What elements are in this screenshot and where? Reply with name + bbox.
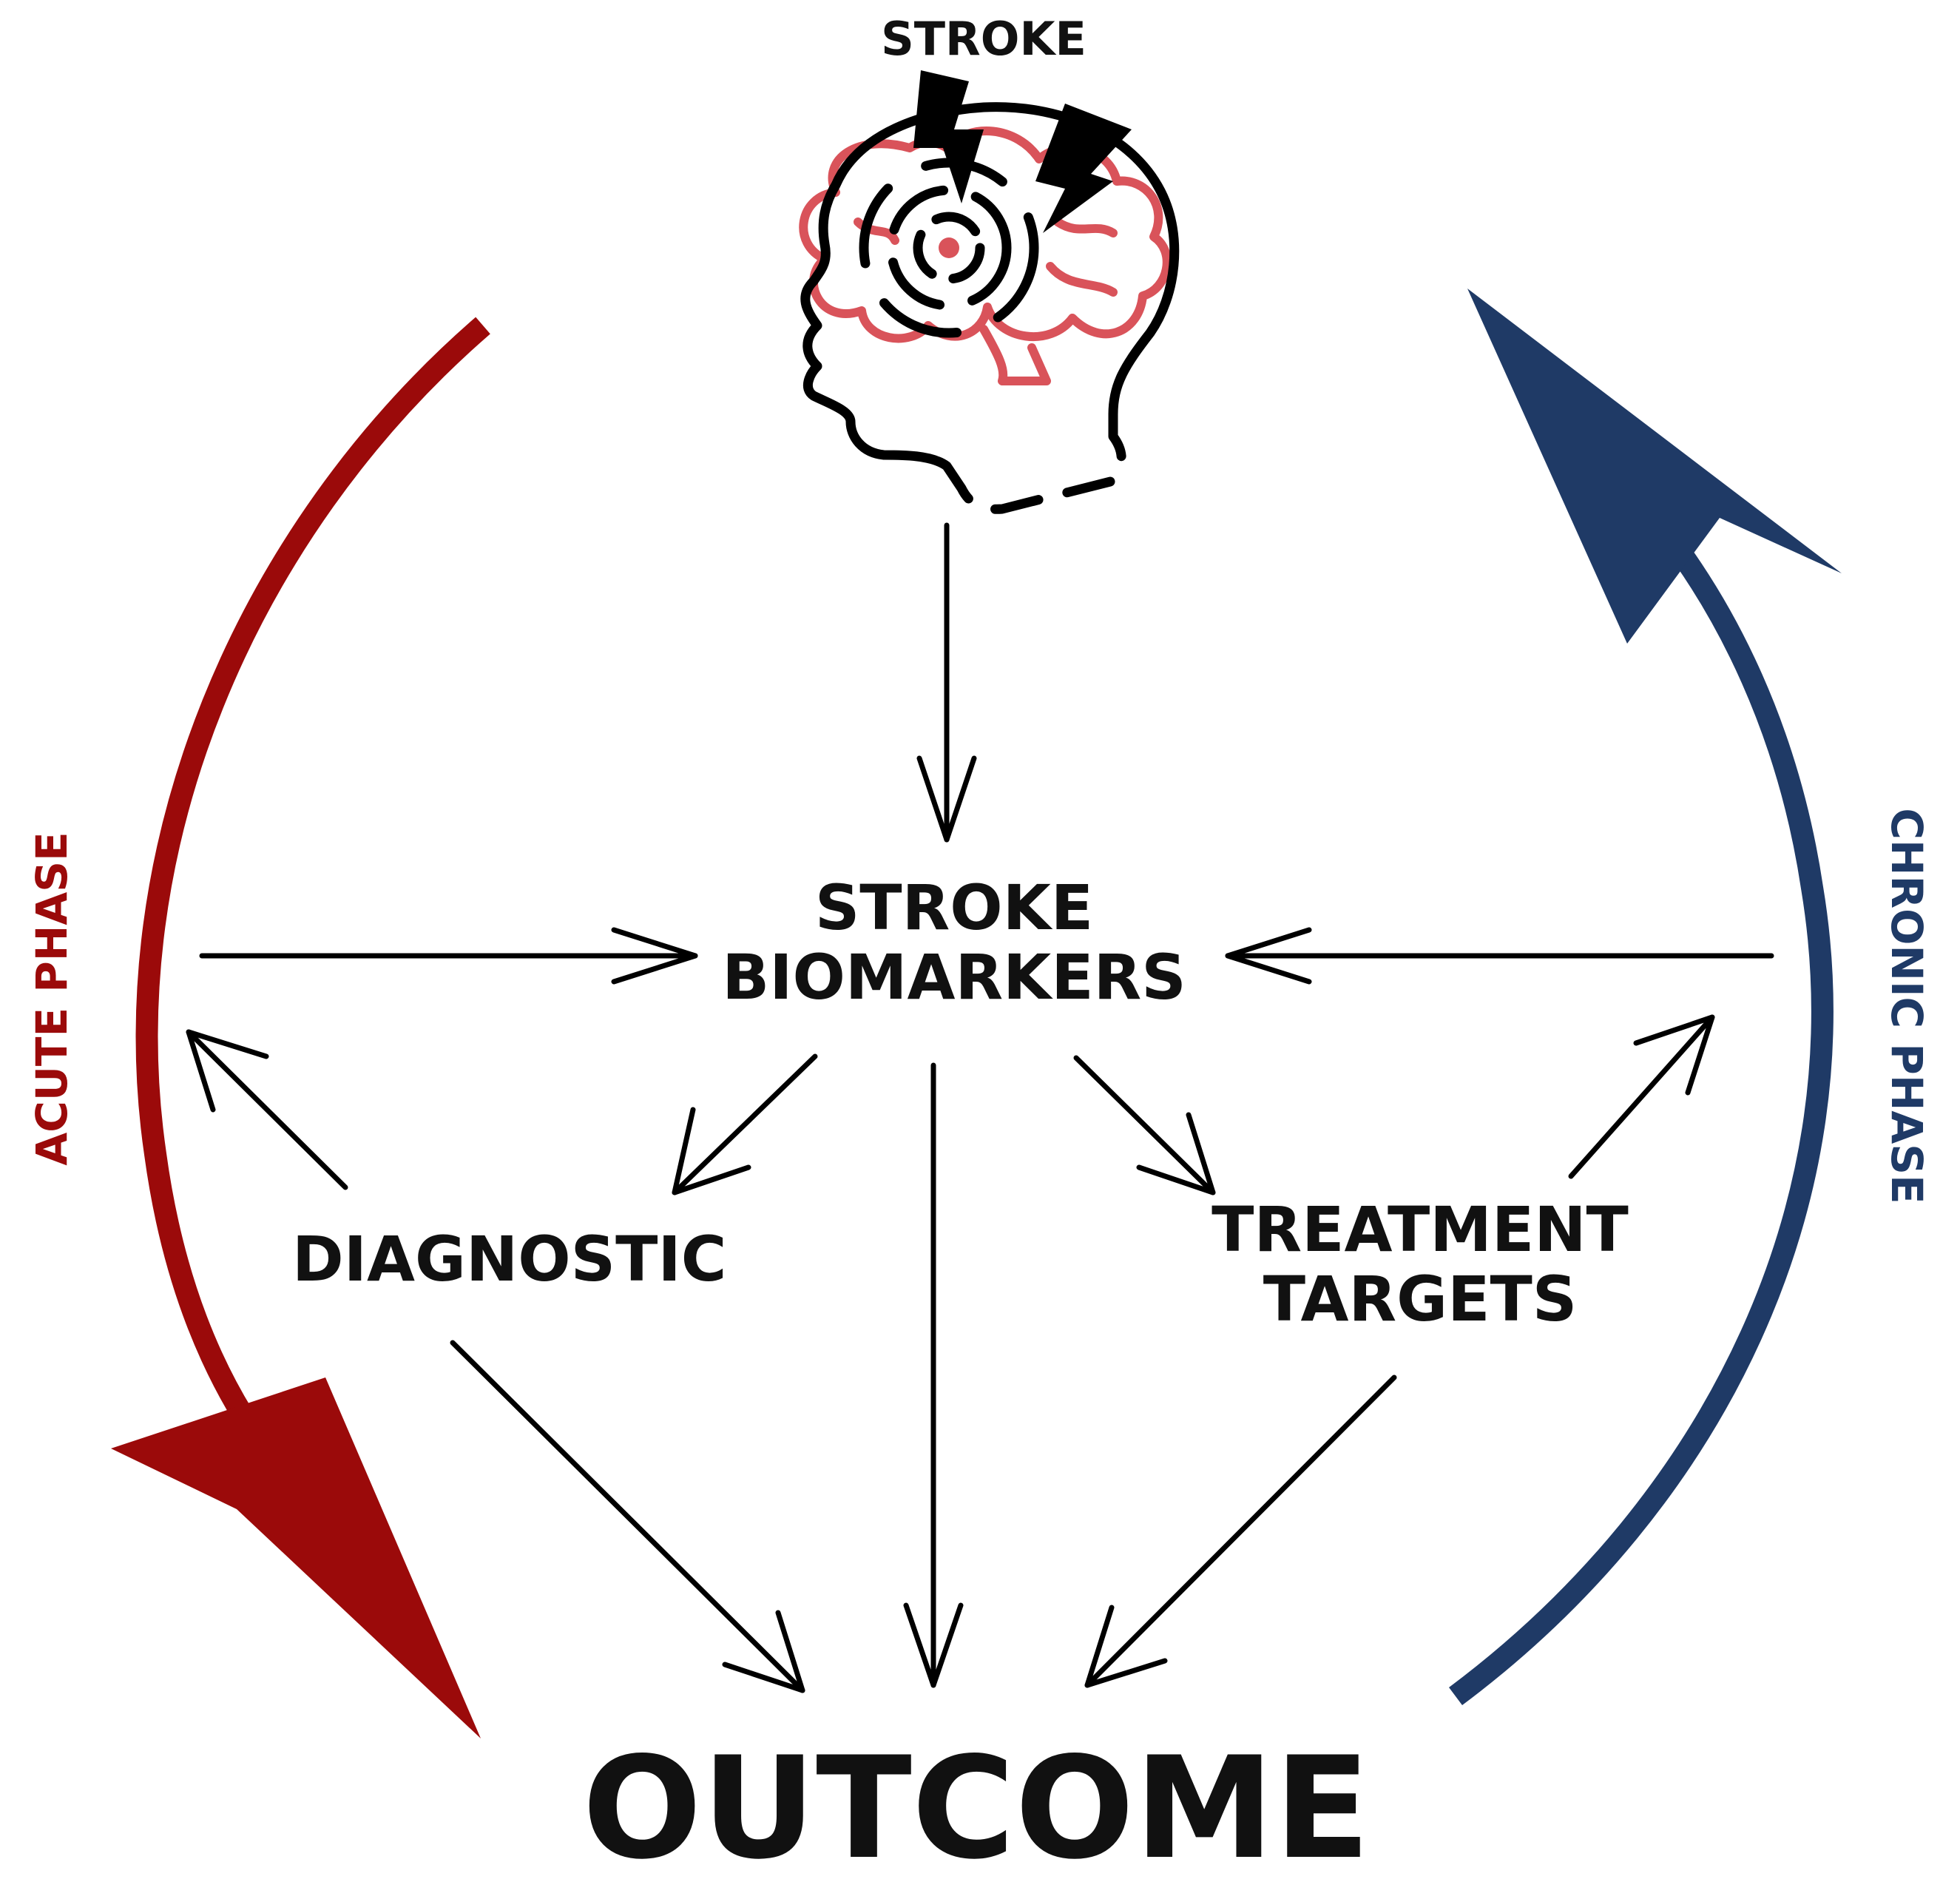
biomarkers-label-line2: BIOMARKERS bbox=[722, 941, 1186, 1014]
acute-arrowhead bbox=[111, 1377, 481, 1738]
connector-arrows bbox=[186, 522, 1774, 1693]
arrow-right-to-biomarkers bbox=[1225, 927, 1774, 985]
biomarkers-label: STROKE BIOMARKERS bbox=[710, 873, 1198, 1012]
chronic-phase-label: CHRONIC PHASE bbox=[1882, 808, 1932, 1204]
stroke-title: STROKE bbox=[881, 12, 1087, 66]
acute-phase-arc bbox=[111, 317, 490, 1738]
treatment-label-line2: TARGETS bbox=[1263, 1263, 1578, 1336]
treatment-label-line1: TREATMENT bbox=[1212, 1193, 1629, 1266]
lightning-bolt-icon bbox=[913, 70, 984, 203]
arrow-biomarkers-to-treatment bbox=[1073, 1055, 1216, 1195]
impact-point bbox=[939, 237, 959, 258]
treatment-targets-label: TREATMENT TARGETS bbox=[1198, 1195, 1642, 1334]
arrow-diagnostic-to-acute bbox=[186, 1029, 348, 1190]
arrow-stroke-to-biomarkers bbox=[916, 522, 977, 843]
arrow-left-to-biomarkers bbox=[199, 927, 698, 985]
arrow-treatment-to-outcome bbox=[1084, 1375, 1397, 1688]
head-with-brain-icon bbox=[799, 70, 1180, 514]
acute-phase-label: ACUTE PHASE bbox=[27, 832, 77, 1166]
arrow-biomarkers-to-outcome bbox=[903, 1062, 964, 1688]
chronic-arrowhead bbox=[1467, 289, 1842, 644]
arrow-treatment-to-chronic bbox=[1568, 1014, 1715, 1179]
arrow-diagnostic-to-outcome bbox=[450, 1340, 805, 1693]
arrow-biomarkers-to-diagnostic bbox=[672, 1053, 818, 1195]
biomarkers-label-line1: STROKE bbox=[814, 871, 1094, 944]
chronic-phase-arc bbox=[1449, 289, 1842, 1706]
diagnostic-label: DIAGNOSTIC bbox=[292, 1223, 727, 1295]
lightning-bolt-icon bbox=[1035, 104, 1132, 233]
outcome-label: OUTCOME bbox=[582, 1727, 1371, 1890]
